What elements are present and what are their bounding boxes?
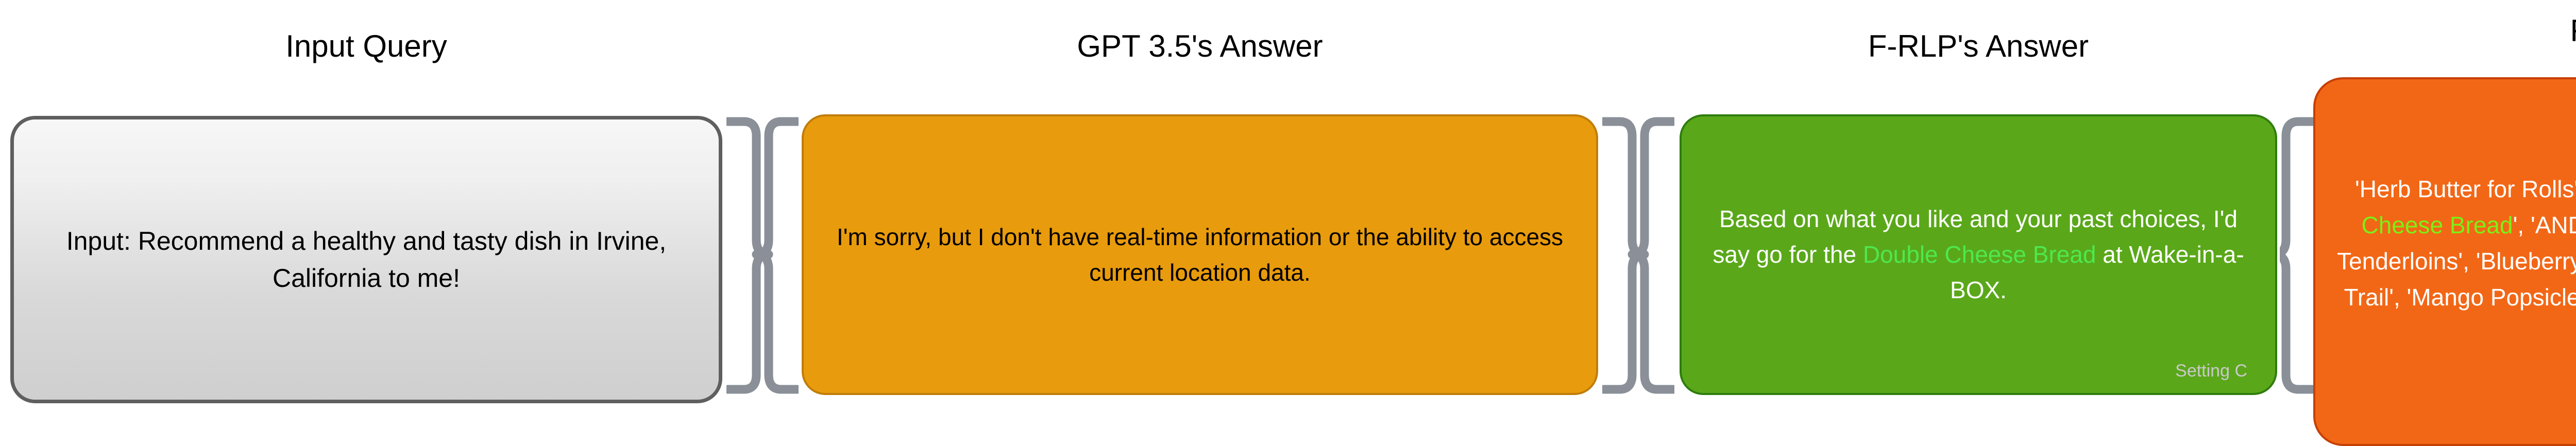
brace-pair-icon — [726, 117, 799, 394]
frlp-answer-prefix: Based on what you like and your past cho… — [1713, 205, 2238, 268]
frlp-options-prefix: 'Herb Butter for Rolls', 'Lime-Scented B… — [2354, 176, 2576, 203]
frlp-answer-text: Based on what you like and your past cho… — [1700, 201, 2257, 308]
brace-connector-1 — [726, 116, 799, 394]
gpt-answer-panel: I'm sorry, but I don't have real-time in… — [802, 114, 1598, 395]
brace-left-icon — [2280, 117, 2316, 394]
brace-connector-3 — [2280, 116, 2316, 394]
input-query-text: Input: Recommend a healthy and tasty dis… — [66, 226, 667, 293]
brace-connector-2 — [1602, 116, 1674, 394]
frlp-options-panel: 'Herb Butter for Rolls', 'Lime-Scented B… — [2313, 77, 2576, 446]
frlp-answer-panel: Based on what you like and your past cho… — [1680, 114, 2277, 395]
column-title-gpt-answer: GPT 3.5's Answer — [1077, 29, 1323, 63]
setting-badge: Setting C — [2175, 361, 2247, 381]
gpt-answer-text: I'm sorry, but I don't have real-time in… — [836, 223, 1564, 286]
frlp-answer-recommendation: Double Cheese Bread — [1862, 241, 2096, 268]
frlp-options-selected: Double Cheese Bread — [2361, 212, 2513, 239]
column-title-frlp-options: F-RLP OPTIONS — [2313, 15, 2576, 46]
column-title-frlp-answer: F-RLP's Answer — [1868, 29, 2089, 63]
diagram-canvas: Input Query GPT 3.5's Answer F-RLP's Ans… — [10, 15, 2576, 446]
frlp-answer-suffix: at Wake-in-a-BOX. — [1950, 241, 2244, 303]
input-query-panel: Input: Recommend a healthy and tasty dis… — [10, 116, 722, 403]
frlp-options-suffix: ', 'ANDRES MINT CHOCOLATE CAKE', 'Turkey… — [2337, 212, 2576, 311]
column-title-input-query: Input Query — [285, 29, 447, 63]
brace-pair-icon — [1602, 117, 1674, 394]
frlp-options-text: 'Herb Butter for Rolls', 'Lime-Scented B… — [2337, 171, 2576, 352]
